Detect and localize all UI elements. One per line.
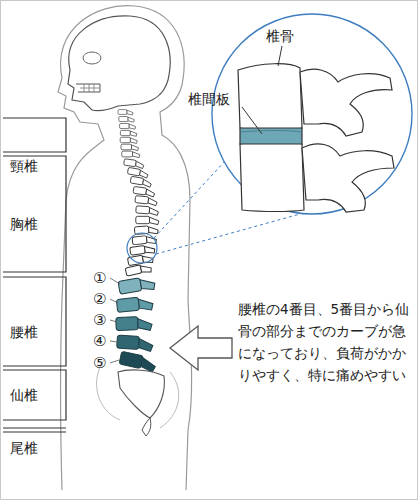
zoom-line: [156, 214, 300, 254]
number-leaders: [110, 278, 120, 363]
callout-number: ⑤: [93, 355, 106, 371]
region-brackets: [3, 118, 66, 432]
teeth-lines: [80, 84, 100, 92]
lumbar-vertebrae: [116, 275, 157, 372]
leader-line: [278, 46, 282, 66]
region-label: 胸椎: [10, 216, 38, 232]
thoracic-vertebrae: [124, 159, 159, 277]
callout-number: ③: [93, 312, 106, 328]
eye-socket: [83, 52, 101, 64]
pelvis-outline: [97, 360, 179, 428]
leader-line: [242, 107, 262, 134]
zoom-circle: [212, 14, 412, 214]
skull: [68, 16, 170, 111]
part-label: 椎骨: [266, 28, 294, 44]
body-outline: [58, 6, 192, 490]
callout-number: ②: [93, 291, 106, 307]
callout-number: ④: [93, 333, 106, 349]
teeth: [76, 84, 100, 92]
zoom-line: [154, 160, 226, 238]
part-label: 椎間板: [188, 91, 230, 107]
region-label: 頸椎: [10, 158, 38, 174]
coccyx: [142, 418, 151, 436]
region-label: 腰椎: [10, 324, 38, 340]
vertebra-detail: [238, 64, 394, 212]
zoom-source-circle: [127, 233, 157, 263]
cervical-vertebrae: [118, 110, 140, 158]
sacrum: [118, 370, 164, 418]
region-label: 仙椎: [10, 387, 38, 403]
note-text: 腰椎の4番目、5番目から仙骨の部分までのカーブが急になっており、負荷がかかりやす…: [238, 298, 410, 386]
pointer-arrow: [170, 326, 232, 370]
callout-number: ①: [93, 270, 106, 286]
region-label: 尾椎: [10, 440, 38, 456]
